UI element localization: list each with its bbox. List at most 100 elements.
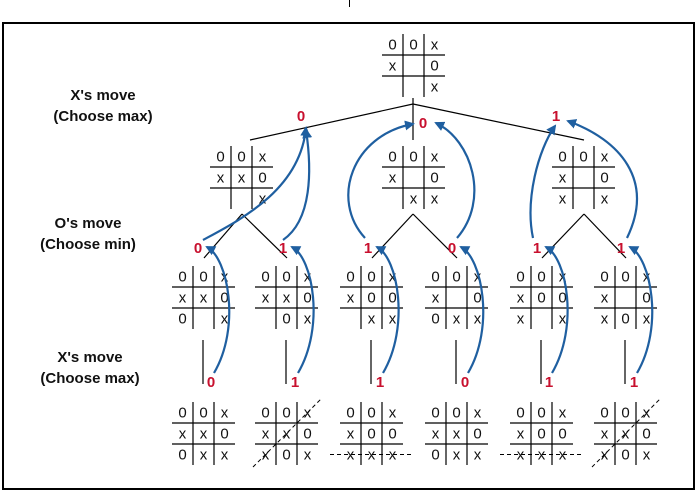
board-cell-mark: x bbox=[304, 405, 312, 422]
board-cell-mark: x bbox=[559, 447, 567, 464]
board-cell-mark: 0 bbox=[621, 405, 629, 422]
board-cell-mark: x bbox=[347, 290, 355, 307]
score-level2: 1 bbox=[617, 240, 625, 257]
board-cell-mark: x bbox=[259, 149, 267, 166]
edge-root-child1 bbox=[249, 103, 414, 141]
board-cell-mark: x bbox=[368, 311, 376, 328]
board-cell-mark: x bbox=[283, 426, 291, 443]
board-cell-mark: x bbox=[200, 447, 208, 464]
board-cell-mark: x bbox=[431, 37, 439, 54]
board-cell-mark: 0 bbox=[430, 58, 438, 75]
edge-l1-left-child bbox=[541, 213, 585, 259]
board-cell-mark: 0 bbox=[431, 447, 439, 464]
board-cell-mark: x bbox=[179, 426, 187, 443]
board-cell-mark: 0 bbox=[600, 269, 608, 286]
board-cell-mark: 0 bbox=[431, 405, 439, 422]
row2-label-line1: O's move bbox=[55, 215, 122, 232]
board-cell-mark: 0 bbox=[600, 405, 608, 422]
board-cell-mark: 0 bbox=[178, 405, 186, 422]
board-cell-mark: 0 bbox=[261, 269, 269, 286]
board-cell-mark: 0 bbox=[388, 37, 396, 54]
board-cell-mark: 0 bbox=[388, 149, 396, 166]
board-cell-mark: 0 bbox=[346, 405, 354, 422]
score-level1: 0 bbox=[419, 115, 427, 132]
arrows-layer bbox=[202, 119, 654, 374]
board-cell-mark: x bbox=[643, 311, 651, 328]
board-cell-mark: 0 bbox=[199, 269, 207, 286]
board-cell-mark: 0 bbox=[282, 405, 290, 422]
board-cell-mark: 0 bbox=[452, 269, 460, 286]
board-cell-mark: x bbox=[347, 447, 355, 464]
board-cell-mark: 0 bbox=[282, 269, 290, 286]
board-cell-mark: x bbox=[643, 269, 651, 286]
board-cell-mark: x bbox=[200, 290, 208, 307]
board-cell-mark: 0 bbox=[642, 426, 650, 443]
board-cell-mark: x bbox=[410, 191, 418, 208]
board-cell-mark: x bbox=[517, 311, 525, 328]
board-cell-mark: 0 bbox=[367, 426, 375, 443]
board-cell-mark: x bbox=[389, 269, 397, 286]
board-cell-mark: x bbox=[559, 311, 567, 328]
board-cell-mark: x bbox=[347, 426, 355, 443]
board-cell-mark: x bbox=[453, 426, 461, 443]
board-cell-mark: x bbox=[368, 447, 376, 464]
board-cell-mark: 0 bbox=[558, 290, 566, 307]
row3-label-line2: (Choose max) bbox=[40, 370, 139, 387]
score-level3: 1 bbox=[291, 374, 299, 391]
board-cell-mark: 0 bbox=[282, 311, 290, 328]
board-cell-mark: 0 bbox=[431, 311, 439, 328]
board-cell-mark: 0 bbox=[367, 269, 375, 286]
score-level3: 0 bbox=[461, 374, 469, 391]
score-level3: 0 bbox=[207, 374, 215, 391]
top-edge-tick bbox=[349, 0, 350, 7]
arrow-leaf-to-min bbox=[290, 246, 315, 374]
board-cell-mark: 0 bbox=[178, 447, 186, 464]
arrow-min-to-max bbox=[347, 120, 415, 239]
board-cell-mark: 0 bbox=[537, 426, 545, 443]
board-cell-mark: 0 bbox=[261, 405, 269, 422]
arrow-leaf-to-min bbox=[459, 246, 485, 374]
board-cell-mark: x bbox=[262, 426, 270, 443]
board-cell-mark: x bbox=[601, 149, 609, 166]
board-cell-mark: 0 bbox=[178, 311, 186, 328]
board-cell-mark: 0 bbox=[579, 149, 587, 166]
board-cell-mark: x bbox=[200, 426, 208, 443]
board-cell-mark: x bbox=[559, 405, 567, 422]
board-cell-mark: x bbox=[304, 447, 312, 464]
board-cell-mark: 0 bbox=[537, 290, 545, 307]
board-cell-mark: 0 bbox=[303, 290, 311, 307]
board-cell-mark: x bbox=[601, 191, 609, 208]
board-cell-mark: x bbox=[262, 290, 270, 307]
board-cell-mark: 0 bbox=[258, 170, 266, 187]
board-cell-mark: x bbox=[389, 170, 397, 187]
board-cell-mark: x bbox=[432, 426, 440, 443]
board-cell-mark: x bbox=[217, 170, 225, 187]
board-cell-mark: 0 bbox=[473, 426, 481, 443]
board-cell-mark: x bbox=[559, 170, 567, 187]
score-level3: 1 bbox=[545, 374, 553, 391]
board-cell-mark: x bbox=[221, 447, 229, 464]
board-cell-mark: x bbox=[601, 311, 609, 328]
arrow-min-to-max bbox=[529, 124, 557, 239]
diagram-frame bbox=[2, 22, 695, 490]
board-cell-mark: x bbox=[474, 447, 482, 464]
board-cell-mark: x bbox=[389, 447, 397, 464]
board-cell-mark: 0 bbox=[558, 149, 566, 166]
arrow-leaf-to-min bbox=[375, 246, 400, 374]
board-cell-mark: x bbox=[179, 290, 187, 307]
board-cell-mark: x bbox=[431, 191, 439, 208]
win-line bbox=[591, 397, 662, 468]
board-cell-mark: 0 bbox=[220, 426, 228, 443]
row1-label-line1: X's move bbox=[70, 87, 135, 104]
score-level2: 1 bbox=[533, 240, 541, 257]
board-cell-mark: 0 bbox=[178, 269, 186, 286]
board-cell-mark: 0 bbox=[642, 290, 650, 307]
board-cell-mark: x bbox=[453, 311, 461, 328]
board-cell-mark: x bbox=[259, 191, 267, 208]
board-cell-mark: 0 bbox=[537, 405, 545, 422]
board-cell-mark: 0 bbox=[558, 426, 566, 443]
board-cell-mark: x bbox=[389, 58, 397, 75]
